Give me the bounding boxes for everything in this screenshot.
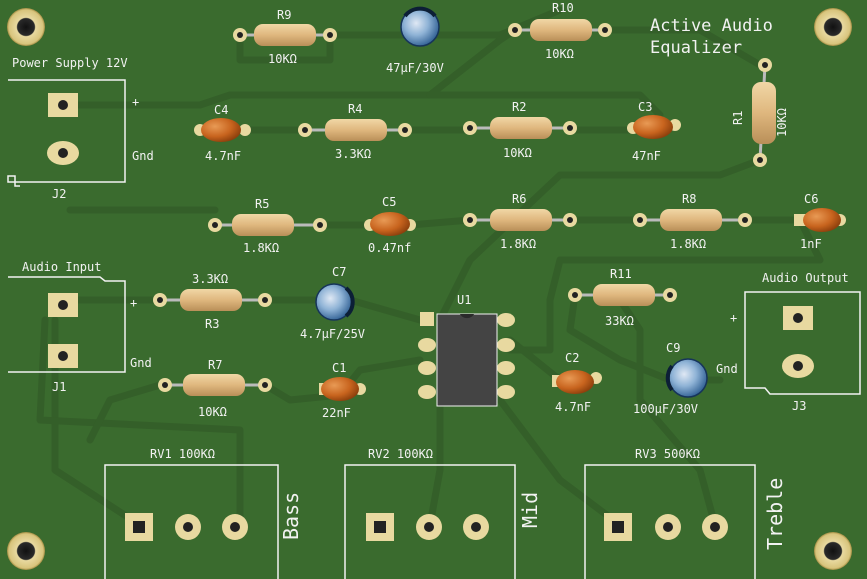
r2-ref: R2 [512, 100, 526, 114]
c3-value: 47nF [632, 149, 661, 163]
c2-ref: C2 [565, 351, 579, 365]
resistor-r9: R9 10KΩ [233, 8, 337, 66]
resistor-r4: R4 3.3KΩ [298, 102, 412, 161]
r7-value: 10KΩ [198, 405, 227, 419]
rv1-name: Bass [279, 492, 303, 540]
c7-ref: C7 [332, 265, 346, 279]
c1-value: 22nF [322, 406, 351, 420]
mounting-hole-top-right [814, 8, 852, 46]
rv3-label: RV3 500KΩ [635, 447, 700, 461]
capacitor-c8-electrolytic: 47µF/30V [386, 6, 444, 75]
j1-ref: J1 [52, 380, 66, 394]
rv3-name: Treble [763, 478, 787, 550]
resistor-r5: R5 1.8KΩ [208, 197, 327, 255]
resistor-r1: R1 10KΩ [731, 58, 789, 167]
r7-ref: R7 [208, 358, 222, 372]
j2-plus-label: + [132, 95, 139, 109]
c7-value: 4.7µF/25V [300, 327, 365, 341]
c9-ref: C9 [666, 341, 680, 355]
capacitor-c9-electrolytic: C9 100µF/30V [633, 341, 708, 416]
j2-title: Power Supply 12V [12, 56, 128, 70]
j1-title: Audio Input [22, 260, 101, 274]
j3-ref: J3 [792, 399, 806, 413]
r9-value: 10KΩ [268, 52, 297, 66]
r1-value: 10KΩ [775, 108, 789, 137]
j1-plus-label: + [130, 296, 137, 310]
rv1-label: RV1 100KΩ [150, 447, 215, 461]
r10-ref: R10 [552, 1, 574, 15]
resistor-r11: R11 33KΩ [568, 267, 677, 328]
capacitor-c6: C6 1nF [794, 192, 846, 251]
c5-ref: C5 [382, 195, 396, 209]
mounting-hole-top-left [7, 8, 45, 46]
r11-value: 33KΩ [605, 314, 634, 328]
rv2-name: Mid [518, 492, 542, 528]
board-title-line1: Active Audio [650, 16, 773, 36]
c6-ref: C6 [804, 192, 818, 206]
resistor-r2: R2 10KΩ [463, 100, 577, 160]
capacitor-c4: C4 4.7nF [194, 103, 251, 163]
potentiometer-rv2: RV2 100KΩ Mid [344, 447, 542, 579]
c4-value: 4.7nF [205, 149, 241, 163]
resistor-r6: R6 1.8KΩ [463, 192, 577, 251]
c8-value: 47µF/30V [386, 61, 444, 75]
capacitor-c2: C2 4.7nF [552, 351, 602, 414]
connector-j2-power: Power Supply 12V + Gnd J2 [7, 56, 154, 201]
r8-ref: R8 [682, 192, 696, 206]
r4-ref: R4 [348, 102, 362, 116]
resistor-r8: R8 1.8KΩ [633, 192, 752, 251]
r6-value: 1.8KΩ [500, 237, 536, 251]
connector-j3-output: Audio Output + Gnd J3 [716, 271, 861, 413]
r10-value: 10KΩ [545, 47, 574, 61]
r11-ref: R11 [610, 267, 632, 281]
j3-title: Audio Output [762, 271, 849, 285]
c3-ref: C3 [638, 100, 652, 114]
capacitor-c5: C5 0.47nf [364, 195, 416, 255]
c4-ref: C4 [214, 103, 228, 117]
rv2-label: RV2 100KΩ [368, 447, 433, 461]
j2-gnd-label: Gnd [132, 149, 154, 163]
c9-value: 100µF/30V [633, 402, 698, 416]
r1-ref: R1 [731, 111, 745, 125]
capacitor-c3: C3 47nF [627, 100, 681, 163]
capacitor-c7-electrolytic: C7 4.7µF/25V [300, 265, 365, 341]
j3-gnd-label: Gnd [716, 362, 738, 376]
board-title-line2: Equalizer [650, 38, 742, 58]
resistor-r7: R7 10KΩ [158, 358, 272, 419]
resistor-r3: 3.3KΩ R3 [153, 272, 272, 331]
r8-value: 1.8KΩ [670, 237, 706, 251]
potentiometer-rv3: RV3 500KΩ Treble [584, 447, 787, 579]
r5-value: 1.8KΩ [243, 241, 279, 255]
r2-value: 10KΩ [503, 146, 532, 160]
c2-value: 4.7nF [555, 400, 591, 414]
j2-ref: J2 [52, 187, 66, 201]
r3-ref: R3 [205, 317, 219, 331]
r6-ref: R6 [512, 192, 526, 206]
potentiometer-rv1: RV1 100KΩ Bass [104, 447, 303, 579]
resistor-r10: R10 10KΩ [508, 1, 612, 61]
ic-u1: U1 [418, 293, 515, 407]
capacitor-c1: C1 22nF [319, 361, 366, 420]
c6-value: 1nF [800, 237, 822, 251]
r4-value: 3.3KΩ [335, 147, 371, 161]
c1-ref: C1 [332, 361, 346, 375]
u1-ref: U1 [457, 293, 471, 307]
mounting-hole-bottom-right [814, 532, 852, 570]
r5-ref: R5 [255, 197, 269, 211]
j1-gnd-label: Gnd [130, 356, 152, 370]
connector-j1-input: Audio Input + Gnd J1 [8, 260, 152, 394]
mounting-holes [7, 8, 852, 570]
j3-plus-label: + [730, 311, 737, 325]
r9-ref: R9 [277, 8, 291, 22]
r3-value: 3.3KΩ [192, 272, 228, 286]
c5-value: 0.47nf [368, 241, 411, 255]
mounting-hole-bottom-left [7, 532, 45, 570]
